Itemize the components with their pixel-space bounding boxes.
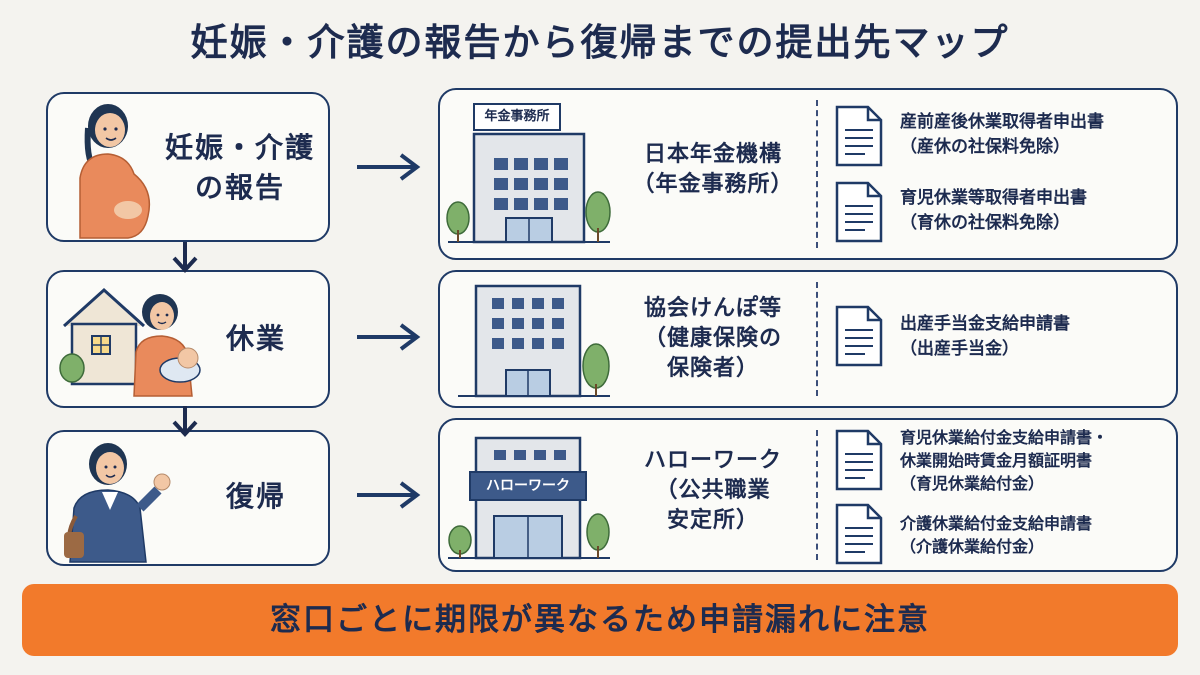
building-sign: ハローワーク bbox=[486, 478, 570, 494]
document-icon bbox=[835, 181, 883, 243]
document-label-line: （介護休業給付金） bbox=[900, 537, 1045, 556]
divider bbox=[816, 100, 818, 248]
document-label-line: 出産手当金支給申請書 bbox=[900, 314, 1070, 334]
office-building-icon bbox=[446, 103, 611, 244]
org-name-line: （年金事務所） bbox=[632, 172, 794, 197]
org-name-line: （公共職業 bbox=[655, 478, 771, 503]
stage-label-line: 復帰 bbox=[225, 480, 286, 513]
stage-label-report: 妊娠・介護 の報告 bbox=[160, 128, 320, 208]
document-label-line: （育休の社保料免除） bbox=[900, 213, 1070, 233]
document-label-line: 育児休業給付金支給申請書・ bbox=[900, 428, 1109, 447]
document-label: 育児休業等取得者申出書 （育休の社保料免除） bbox=[900, 186, 1087, 236]
building-sign: 年金事務所 bbox=[484, 109, 550, 124]
arrow-right-icon bbox=[357, 481, 421, 509]
office-building-icon bbox=[448, 436, 610, 560]
org-name-line: ハローワーク bbox=[643, 448, 782, 473]
document-label-line: 休業開始時賃金月額証明書 bbox=[900, 451, 1093, 470]
org-name-line: （健康保険の bbox=[643, 326, 782, 351]
document-icon bbox=[835, 503, 883, 565]
arrow-right-icon bbox=[357, 153, 421, 181]
document-label-line: （出産手当金） bbox=[900, 339, 1019, 359]
document-label: 介護休業給付金支給申請書 （介護休業給付金） bbox=[900, 512, 1092, 558]
org-name-hello-work: ハローワーク （公共職業 安定所） bbox=[618, 446, 808, 536]
org-name-line: 安定所） bbox=[666, 508, 759, 533]
document-label-line: 介護休業給付金支給申請書 bbox=[900, 514, 1093, 533]
stage-label-return: 復帰 bbox=[196, 477, 316, 517]
document-label: 産前産後休業取得者申出書 （産休の社保料免除） bbox=[900, 110, 1104, 160]
stage-label-leave: 休業 bbox=[196, 319, 316, 359]
document-label: 育児休業給付金支給申請書・ 休業開始時賃金月額証明書 （育児休業給付金） bbox=[900, 426, 1108, 495]
arrow-right-icon bbox=[357, 323, 421, 351]
document-icon bbox=[835, 305, 883, 367]
org-name-line: 協会けんぽ等 bbox=[643, 296, 782, 321]
stage-label-line: 休業 bbox=[225, 322, 286, 355]
divider bbox=[816, 282, 818, 396]
stage-label-line: 妊娠・介護 bbox=[164, 131, 315, 164]
document-label: 出産手当金支給申請書 （出産手当金） bbox=[900, 312, 1070, 362]
warning-banner: 窓口ごとに期限が異なるため申請漏れに注意 bbox=[22, 584, 1178, 656]
org-name-health-insurance: 協会けんぽ等 （健康保険の 保険者） bbox=[618, 294, 808, 384]
org-name-line: 日本年金機構 bbox=[643, 142, 782, 167]
document-label-line: （産休の社保料免除） bbox=[900, 137, 1070, 157]
org-name-line: 保険者） bbox=[666, 356, 759, 381]
page-title: 妊娠・介護の報告から復帰までの提出先マップ bbox=[190, 21, 1010, 64]
returning-worker-icon bbox=[64, 443, 171, 563]
arrow-down-icon bbox=[172, 242, 198, 273]
document-label-line: 産前産後休業取得者申出書 bbox=[900, 112, 1104, 132]
office-building-icon bbox=[458, 284, 610, 398]
divider bbox=[816, 430, 818, 560]
document-label-line: 育児休業等取得者申出書 bbox=[900, 188, 1087, 208]
stage-label-line: の報告 bbox=[194, 171, 285, 204]
house-mother-baby-icon bbox=[59, 287, 201, 397]
org-name-pension: 日本年金機構 （年金事務所） bbox=[618, 140, 808, 200]
document-icon bbox=[835, 429, 883, 491]
arrow-down-icon bbox=[172, 406, 198, 437]
pregnant-woman-icon bbox=[79, 104, 151, 239]
document-icon bbox=[835, 105, 883, 167]
document-label-line: （育児休業給付金） bbox=[900, 474, 1045, 493]
